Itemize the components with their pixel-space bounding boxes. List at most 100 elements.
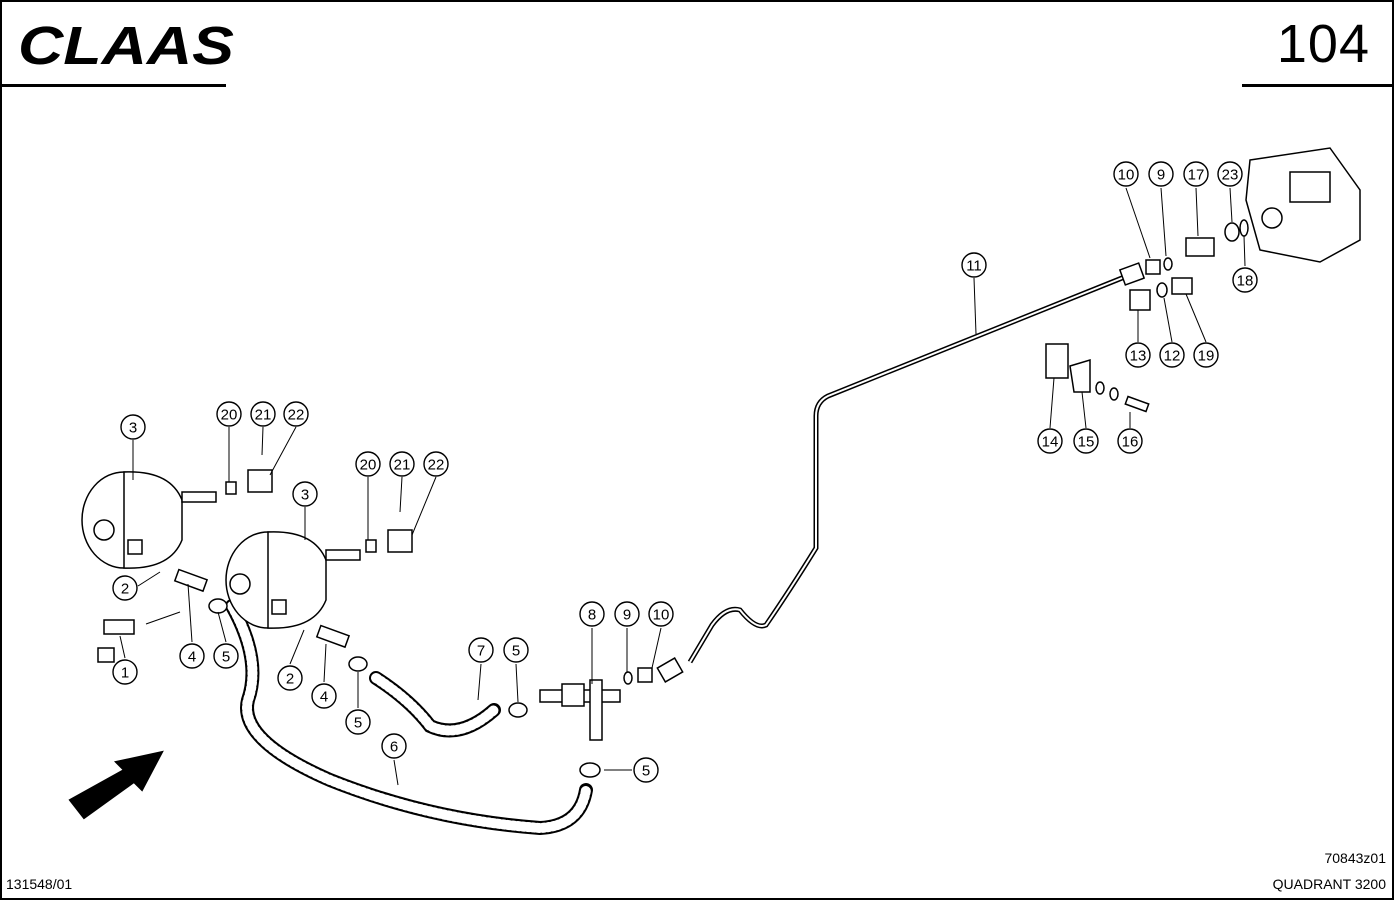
callout-label: 1	[121, 665, 129, 682]
pipe-line	[687, 271, 1133, 664]
seal-12	[1156, 282, 1168, 298]
callout-label: 3	[129, 420, 137, 437]
callout-22: 22	[423, 451, 449, 477]
callout-circle	[614, 601, 640, 627]
callout-label: 23	[1222, 167, 1239, 184]
callout-circle	[381, 733, 407, 759]
pipe-nut-lower	[656, 657, 684, 683]
callout-circle	[277, 665, 303, 691]
callout-label: 11	[966, 258, 982, 275]
hose-main	[225, 599, 593, 836]
nut-10-lower	[637, 667, 653, 683]
clamp-5b	[348, 656, 368, 672]
callout-18: 18	[1232, 267, 1258, 293]
callout-circle	[1073, 428, 1099, 454]
callout-circle	[345, 709, 371, 735]
callout-8: 8	[579, 601, 605, 627]
callout-4: 4	[179, 643, 205, 669]
bracket-15	[1069, 358, 1091, 393]
callout-circle	[250, 401, 276, 427]
model-name: QUADRANT 3200	[1272, 876, 1386, 892]
callout-2: 2	[112, 575, 138, 601]
clamp-5c	[508, 702, 528, 718]
washer-16a	[1095, 381, 1105, 395]
fitting-17	[1185, 237, 1215, 257]
callout-2: 2	[277, 665, 303, 691]
callout-circle	[1159, 342, 1185, 368]
clamp-5a	[208, 598, 228, 614]
callout-circle	[216, 401, 242, 427]
callout-circle	[120, 414, 146, 440]
nut-13	[1129, 289, 1151, 311]
banjo-fitting-1	[103, 619, 135, 635]
callout-6: 6	[381, 733, 407, 759]
callout-circle	[389, 451, 415, 477]
callout-5: 5	[503, 637, 529, 663]
washer-23	[1224, 222, 1240, 242]
t-piece	[539, 679, 621, 741]
connector-4b	[315, 624, 351, 649]
nut-10-upper	[1145, 259, 1161, 275]
callout-15: 15	[1073, 428, 1099, 454]
header-rule-left	[0, 84, 226, 87]
callout-label: 2	[286, 671, 294, 688]
document-number: 131548/01	[6, 876, 73, 892]
callout-label: 7	[477, 643, 485, 660]
callout-5: 5	[213, 643, 239, 669]
seal-18	[1239, 219, 1249, 237]
callout-circle	[633, 757, 659, 783]
vacuum-canister-left	[81, 471, 217, 569]
callout-label: 14	[1042, 434, 1059, 451]
seal-9-lower	[623, 671, 633, 685]
callout-label: 6	[390, 739, 398, 756]
callout-circle	[648, 601, 674, 627]
callout-5: 5	[345, 709, 371, 735]
callout-11: 11	[961, 252, 987, 278]
callout-label: 4	[320, 689, 328, 706]
seal-9-upper	[1163, 257, 1173, 271]
callout-circle	[961, 252, 987, 278]
bracket-14	[1045, 343, 1069, 379]
callout-circle	[311, 683, 337, 709]
callout-22: 22	[283, 401, 309, 427]
callout-label: 5	[512, 643, 520, 660]
callout-circle	[468, 637, 494, 663]
pipe-nut-upper	[1118, 262, 1146, 286]
callout-label: 5	[642, 763, 650, 780]
callout-10: 10	[1113, 161, 1139, 187]
callout-9: 9	[1148, 161, 1174, 187]
callout-circle	[292, 481, 318, 507]
callout-label: 21	[255, 407, 272, 424]
brand-logo: CLAAS	[18, 16, 234, 72]
bolt-16	[1124, 395, 1150, 413]
callout-20: 20	[216, 401, 242, 427]
callout-7: 7	[468, 637, 494, 663]
callout-circle	[1117, 428, 1143, 454]
header-rule-right	[1242, 84, 1394, 87]
callout-label: 8	[588, 607, 596, 624]
callout-label: 17	[1188, 167, 1205, 184]
callout-label: 20	[360, 457, 377, 474]
callout-14: 14	[1037, 428, 1063, 454]
leader-lines	[119, 187, 1246, 786]
callout-label: 12	[1164, 348, 1181, 365]
callout-circle	[1193, 342, 1219, 368]
callout-circle	[355, 451, 381, 477]
callout-circle	[503, 637, 529, 663]
callout-circle	[1148, 161, 1174, 187]
callout-label: 18	[1237, 273, 1254, 290]
callout-10: 10	[648, 601, 674, 627]
callout-label: 15	[1078, 434, 1095, 451]
nut-right	[365, 539, 377, 553]
callout-circle	[1232, 267, 1258, 293]
callout-label: 10	[653, 607, 670, 624]
connector-4a	[173, 568, 209, 593]
callout-circle	[423, 451, 449, 477]
callout-label: 4	[188, 649, 196, 666]
callout-label: 19	[1198, 348, 1215, 365]
page-number: 104	[1276, 14, 1370, 74]
nut-left	[225, 481, 237, 495]
callout-19: 19	[1193, 342, 1219, 368]
